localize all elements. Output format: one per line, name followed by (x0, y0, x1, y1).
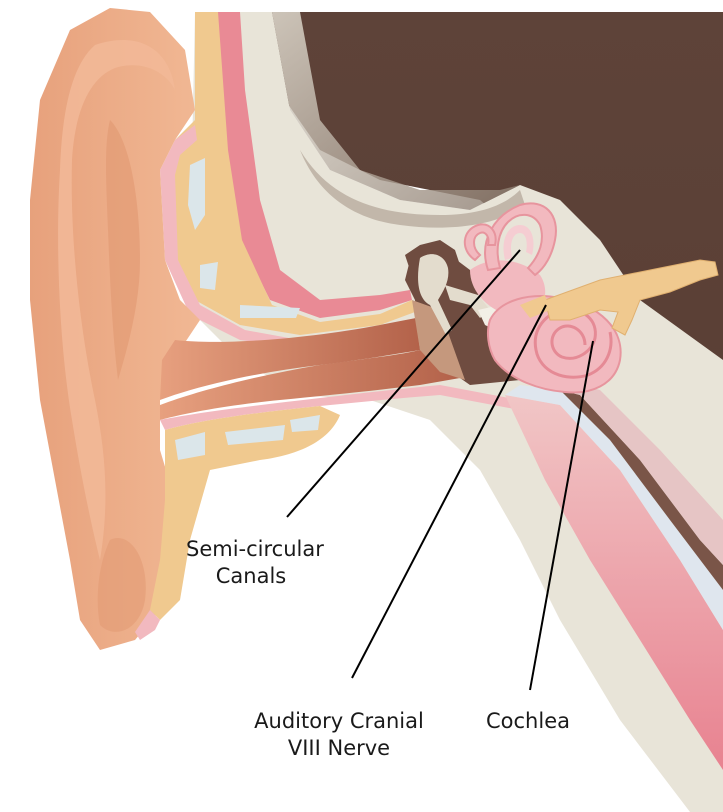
label-cochlea-line1: Cochlea (478, 708, 578, 735)
label-semicircular-line2: Canals (186, 563, 316, 590)
label-semicircular-canals: Semi-circular Canals (186, 536, 316, 590)
label-auditory-line2: VIII Nerve (244, 735, 434, 762)
label-semicircular-line1: Semi-circular (186, 536, 316, 563)
label-auditory-nerve: Auditory Cranial VIII Nerve (244, 708, 434, 762)
bone-fragment-2 (200, 262, 218, 290)
label-cochlea: Cochlea (478, 708, 578, 735)
label-auditory-line1: Auditory Cranial (244, 708, 434, 735)
